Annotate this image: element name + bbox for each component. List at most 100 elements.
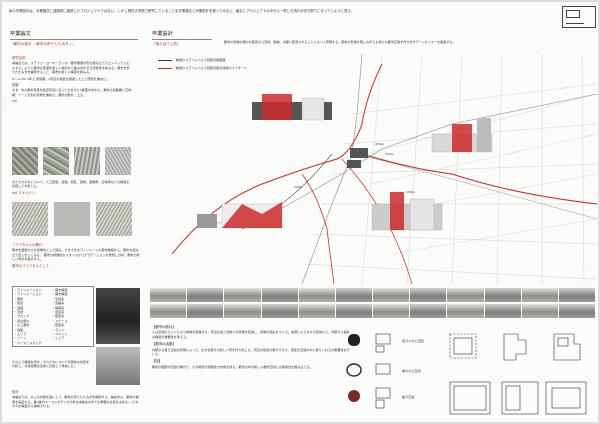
thesis-col-c: フラクタルへの移行 都市を面積から分割単位として掴み、さまざまなアイソレートの都… (12, 241, 140, 269)
thesis-heading-wrap: 卒業論文 (10, 30, 31, 37)
facade-model-4 (371, 192, 443, 231)
table-cell: ・空地 (14, 310, 24, 315)
table-row: ・ゾーン ・シェア (14, 336, 92, 340)
strip-photo (261, 304, 298, 318)
rail-line (356, 153, 597, 220)
strip-photo (373, 304, 410, 318)
strip-photo (447, 304, 484, 318)
note-text: 人は空間のエッジにより地域を認識する。周辺の道と建物との関係を変換し、建物の組み… (152, 330, 350, 339)
skeleton-map-2 (54, 202, 90, 236)
table-row: ・道の細さ ・スケール (14, 319, 92, 323)
symbol-label: 開かれた空間 (402, 369, 421, 373)
strip-photo (373, 288, 410, 302)
symbol-open (346, 363, 362, 377)
logo-mark (562, 6, 596, 28)
strip-photo (261, 288, 298, 302)
skeleton-map-3 (96, 202, 132, 236)
table-cell: ・スケール (52, 318, 68, 323)
strip-photo (335, 288, 373, 302)
symbol-closed (348, 334, 360, 346)
section-text: ⅱ 1-4 2015年で 東京都、3周辺の地区を確認した上で研究を進めた。 (12, 76, 110, 81)
facade-model-1 (252, 94, 332, 121)
photo-strip-top (150, 288, 596, 302)
table-cell: ・都市 (14, 296, 24, 301)
strip-photo (224, 304, 261, 318)
design-title: 「描らぼてと同」 (152, 42, 181, 46)
table-row: ・エリア・ユニット (14, 332, 92, 336)
section-label: ex) (12, 99, 18, 104)
table-row: ・建築・ライン (14, 328, 92, 332)
aerial-photo-1 (12, 147, 38, 175)
table-cell: ・人工都市 (14, 323, 30, 328)
cross-road (301, 54, 363, 284)
section-text: まず、市の都市写真を航空写真に沿って大まかに5段階の中から、都市の道路網と空地網… (12, 88, 132, 97)
design-heading-wrap: 卒業設計 (152, 30, 173, 37)
visibility-line-red-3 (301, 173, 335, 284)
design-heading: 卒業設計 (152, 31, 173, 37)
legend-label: 動線からアイレベルで目視可能な建物のファサード (176, 66, 248, 70)
table-cell: ・配置系 (52, 314, 65, 319)
strip-photo (298, 304, 335, 318)
note-heading: 【都市の断片】 (152, 325, 176, 329)
strip-photo (521, 288, 558, 302)
table-cell: ・ユニット (52, 332, 68, 337)
strip-photo (187, 288, 224, 302)
strip-photo (187, 304, 224, 318)
visibility-line-red-2 (361, 153, 597, 205)
table-row: ・ブロック ・配置系 (14, 314, 92, 318)
table-cell: ・空地系 (52, 296, 65, 301)
table-cell: ・ゾーン (14, 336, 27, 341)
table-cell: ・街区 (14, 301, 24, 306)
model-photo-dark (96, 288, 140, 344)
section-text: その上で構造を持ち、それぞれについて代表的な地区を分析し、分析結果は全体と比較し… (12, 360, 90, 369)
table-row: ・空地 ・街区系 (14, 310, 92, 314)
thesis-col-e: 設計 本論文では、以上の内容を基にして、都市の折りたたみ方を解剖する。論文中心、… (12, 388, 140, 411)
distance-label: 250m (406, 190, 415, 194)
symbol-label: 閉ざされた空間 (402, 339, 424, 343)
table-cell: ・建築 (14, 327, 24, 332)
table-cell: ・シェア (52, 336, 65, 341)
notes-block: 【都市の断片】 人は空間のエッジにより地域を認識する。周辺の道と建物との関係を変… (152, 324, 352, 369)
facade-model-2 (431, 118, 493, 153)
table-row: ・道路・構造系 (14, 306, 92, 310)
visibility-line-red (171, 63, 383, 255)
thesis-heading: 卒業論文 (10, 31, 31, 37)
legend-label: 動線からアイレベルで目視可能範囲 (176, 58, 226, 62)
strip-photo (484, 288, 521, 302)
section-label: フラクタルへの移行 (12, 243, 43, 247)
note-text: 内部から見た空間の状態によって、大きな断片の新しい形を作り出した。周辺の環境の繋… (152, 347, 350, 357)
table-cell: ・街区系 (52, 310, 65, 315)
table-cell: ・アイソレーション (14, 288, 42, 292)
facade-model-3 (197, 202, 283, 229)
aerial-photo-2 (43, 147, 69, 175)
table-cell: ・アイソレーション (14, 292, 42, 297)
thesis-col-a: 研究目的 本論文では、ステファーヨーキーランの「都市要素の形を組み立てるエンバッ… (12, 54, 132, 105)
aerial-photo-3 (74, 147, 100, 175)
table-cell: ・都市構造 (52, 288, 68, 292)
aerial-photo-4 (105, 147, 131, 175)
design-summary: 都市の建物の細かな配置から空地、動線、内部に配置されることによって表現する。都市… (224, 40, 456, 44)
table-cell: ・構造系 (52, 305, 65, 310)
section-text: 本論文では、ステファーヨーキーランの「都市要素の形を組み立てるエンバックシビルす… (12, 61, 130, 75)
strip-photo (298, 288, 335, 302)
table-cell: ・道の細さ (14, 318, 30, 323)
note-heading: 【回】 (152, 359, 163, 364)
table-cell: ・都市構造 (52, 292, 68, 297)
section-label: ex) スケルトン (12, 190, 36, 195)
plan-diagrams (449, 333, 587, 415)
note-text: 都市の細部や空間の繋がり、その場所の関係性の作成を探る。都市の中の新しい都市空間… (152, 364, 313, 369)
section-text: またそれぞれについて、人口密度、道路、街区、建物、容積率、空地率などの構造を比較… (12, 180, 130, 189)
table-row: ・ベースミスマッチ (14, 341, 92, 345)
table-row: ・アイソレーション ・都市構造 (14, 288, 92, 292)
skeleton-map-1 (12, 202, 48, 236)
section-label: 調査 (12, 83, 19, 88)
distance-label: 350m (385, 152, 394, 156)
table-cell: ・配置系 (52, 323, 65, 328)
table-cell: ・ブロック (14, 314, 30, 319)
table-row: ・アイソレーション ・都市構造 (14, 292, 92, 296)
strip-photo (410, 288, 447, 302)
table-cell: ・道路系 (52, 301, 65, 306)
strip-photo (224, 288, 261, 302)
strip-photo (521, 304, 558, 318)
